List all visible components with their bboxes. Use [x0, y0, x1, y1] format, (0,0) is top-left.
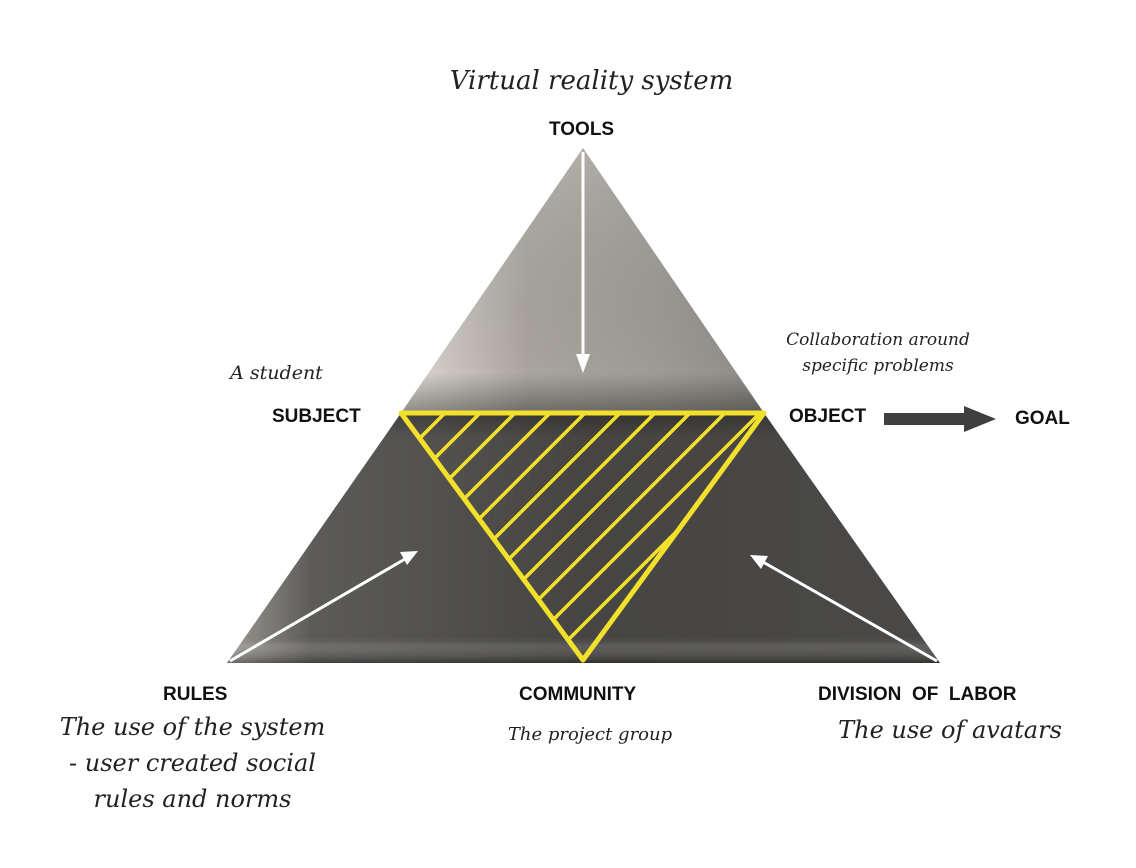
community-annotation: The project group	[507, 724, 673, 745]
rules-arrow-shaft	[229, 557, 406, 663]
inner-triangle-outline	[398, 410, 767, 663]
tools-arrow-head	[576, 354, 590, 373]
goal-arrow-head	[964, 406, 996, 432]
tools-label: TOOLS	[549, 119, 615, 140]
subject-annotation: A student	[230, 362, 323, 384]
rules-annotation-line2: - user created social	[69, 749, 316, 777]
object-annotation-line1: Collaboration around	[786, 330, 970, 350]
rules-arrow-head	[400, 551, 418, 565]
division-arrow-shaft	[762, 560, 938, 663]
tools-annotation: Virtual reality system	[449, 66, 734, 96]
division-of-labor-annotation: The use of avatars	[838, 716, 1062, 744]
goal-arrow-shaft	[884, 413, 966, 425]
rules-annotation-line1: The use of the system	[59, 713, 326, 741]
rules-annotation-line3: rules and norms	[93, 785, 292, 813]
object-annotation-line2: specific problems	[802, 356, 954, 376]
goal-label: GOAL	[1015, 408, 1070, 429]
division-of-labor-label: DIVISION OF LABOR	[818, 684, 1017, 705]
subject-label: SUBJECT	[272, 406, 361, 427]
rules-label: RULES	[163, 684, 228, 705]
division-arrow-head	[750, 555, 768, 569]
community-label: COMMUNITY	[519, 684, 637, 705]
triangle-bottom-shading	[227, 413, 940, 663]
object-label: OBJECT	[789, 406, 867, 427]
